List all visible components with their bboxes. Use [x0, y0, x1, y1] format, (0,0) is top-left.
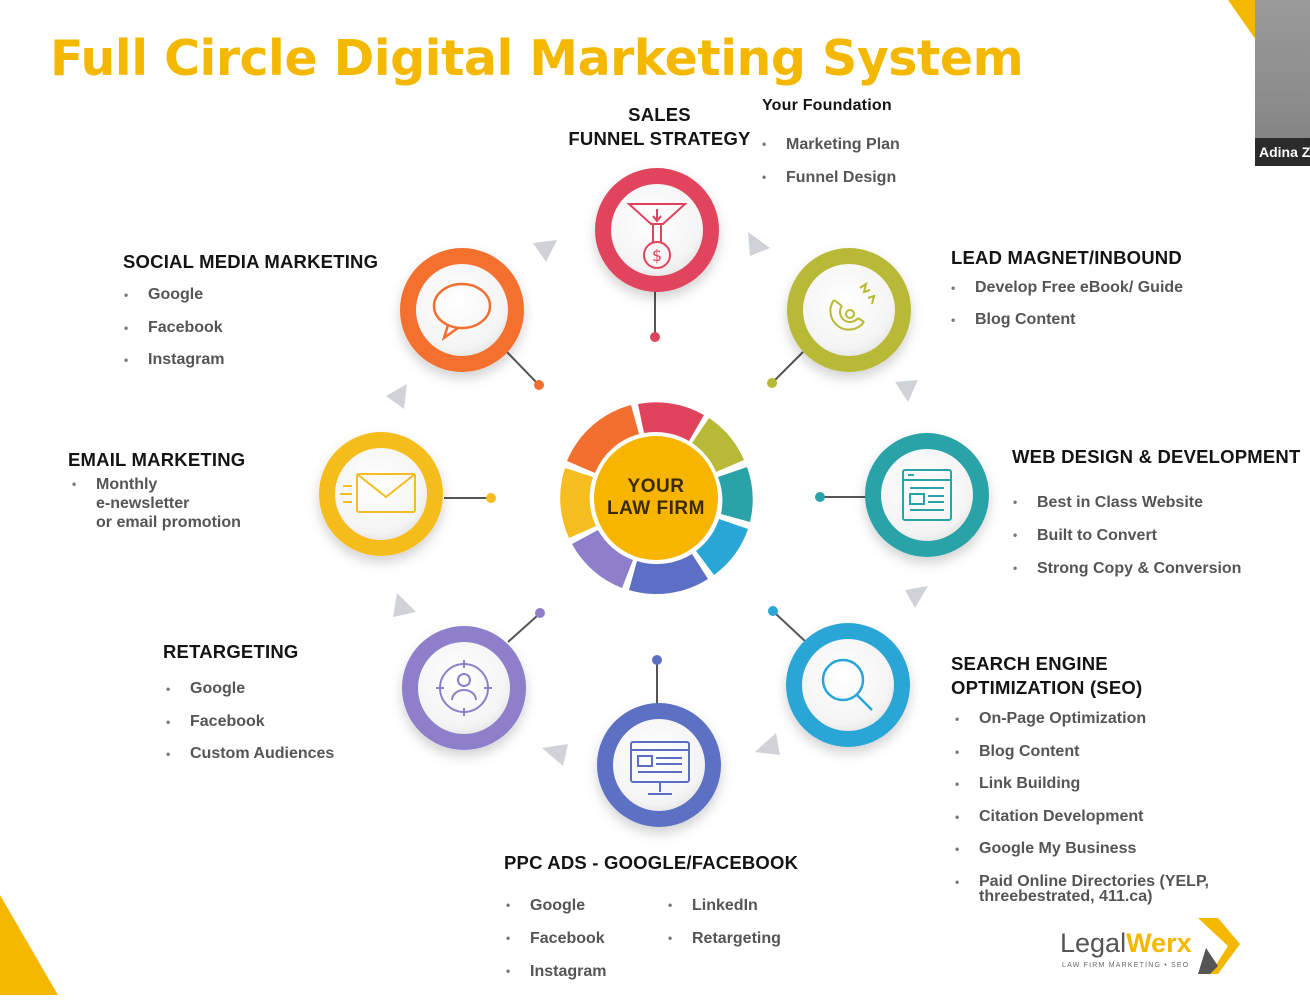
list-item: Google [124, 279, 224, 312]
ppc-heading: PPC ADS - GOOGLE/FACEBOOK [504, 851, 798, 875]
email-cont-line: or email promotion [96, 513, 241, 532]
seo-heading-line2: OPTIMIZATION (SEO) [951, 676, 1142, 700]
sales-heading-line1: SALES [562, 103, 757, 127]
arrow-chevron [905, 586, 928, 608]
email-list: Monthly [72, 475, 157, 494]
arrow-chevron [895, 380, 918, 402]
node-sales [595, 168, 719, 292]
social-heading: SOCIAL MEDIA MARKETING [123, 250, 378, 274]
list-item: Retargeting [668, 922, 781, 955]
sales-subheading: Your Foundation [762, 94, 892, 118]
seo-list: On-Page Optimization Blog Content Link B… [955, 703, 1209, 898]
arrow-chevron [748, 232, 770, 256]
webcam-name-label: Adina Z [1255, 138, 1310, 166]
arrow-chevron [755, 733, 780, 755]
list-item: Google My Business [955, 833, 1209, 866]
ppc-list-left: Google Facebook Instagram [506, 889, 606, 988]
list-item: LinkedIn [668, 889, 781, 922]
node-web [865, 433, 989, 557]
list-item: Best in Class Website [1013, 486, 1241, 519]
sales-heading: SALES FUNNEL STRATEGY [562, 103, 757, 151]
email-list-continuation: e-newsletter or email promotion [96, 494, 241, 532]
ppc-list-right: LinkedIn Retargeting [668, 889, 781, 955]
logo-tagline: LAW FIRM MARKETING • SEO [1062, 962, 1189, 969]
logo-text: LegalWerx [1060, 928, 1192, 959]
center-label-line2: LAW FIRM [596, 498, 716, 520]
list-item: Built to Convert [1013, 519, 1241, 552]
list-item: Marketing Plan [762, 128, 900, 161]
list-item: Blog Content [955, 736, 1209, 769]
list-item: Instagram [124, 344, 224, 377]
center-label: YOUR LAW FIRM [596, 476, 716, 520]
social-list: Google Facebook Instagram [124, 279, 224, 377]
list-item: Custom Audiences [166, 738, 334, 771]
node-retargeting [402, 626, 526, 750]
list-item: Link Building [955, 768, 1209, 801]
svg-text:$: $ [652, 246, 662, 265]
email-heading: EMAIL MARKETING [68, 448, 245, 472]
email-cont-line: e-newsletter [96, 494, 241, 513]
seo-heading-line1: SEARCH ENGINE [951, 652, 1142, 676]
arrow-chevron [386, 384, 407, 409]
list-item: Facebook [506, 922, 606, 955]
lead-heading: LEAD MAGNET/INBOUND [951, 246, 1182, 270]
list-item: Develop Free eBook/ Guide [951, 272, 1183, 304]
node-social [400, 248, 524, 372]
retargeting-heading: RETARGETING [163, 640, 298, 664]
list-item: Google [166, 673, 334, 706]
seo-list-continuation: threebestrated, 411.ca) [979, 888, 1152, 906]
node-seo [786, 623, 910, 747]
seo-heading: SEARCH ENGINE OPTIMIZATION (SEO) [951, 652, 1142, 700]
list-item: Citation Development [955, 801, 1209, 834]
list-item: Instagram [506, 955, 606, 988]
web-heading: WEB DESIGN & DEVELOPMENT [1012, 445, 1301, 469]
list-item: Monthly [72, 475, 157, 494]
list-item: On-Page Optimization [955, 703, 1209, 736]
list-item: Blog Content [951, 304, 1183, 336]
logo-legal-text: Legal [1060, 928, 1126, 958]
list-item: Facebook [124, 312, 224, 345]
arrow-chevron [542, 744, 568, 766]
retargeting-list: Google Facebook Custom Audiences [166, 673, 334, 771]
logo-werx-text: Werx [1126, 928, 1192, 958]
list-item: Strong Copy & Conversion [1013, 552, 1241, 585]
list-item: Funnel Design [762, 161, 900, 194]
legalwerx-logo: LegalWerx LAW FIRM MARKETING • SEO [1060, 918, 1250, 978]
center-label-line1: YOUR [596, 476, 716, 498]
sales-heading-line2: FUNNEL STRATEGY [562, 127, 757, 151]
arrow-chevron [533, 240, 557, 262]
list-item: Facebook [166, 706, 334, 739]
list-item: Google [506, 889, 606, 922]
webcam-thumbnail[interactable]: Adina Z [1255, 0, 1310, 166]
logo-mark-icon [1192, 918, 1242, 974]
web-list: Best in Class Website Built to Convert S… [1013, 486, 1241, 585]
lead-list: Develop Free eBook/ Guide Blog Content [951, 272, 1183, 336]
sales-list: Marketing Plan Funnel Design [762, 128, 900, 194]
arrow-chevron [393, 593, 416, 617]
